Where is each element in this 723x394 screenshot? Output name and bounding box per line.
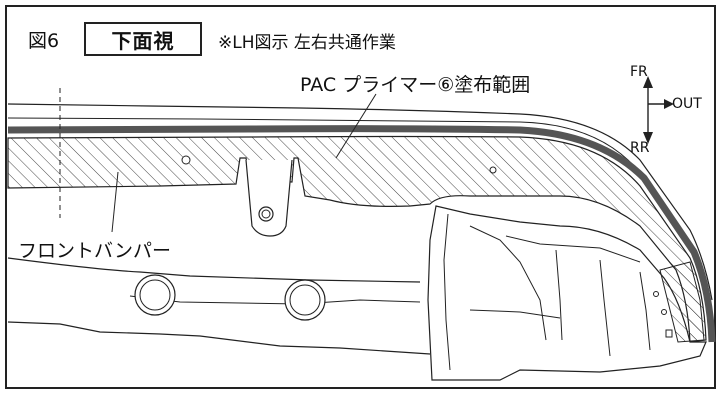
view-label-box: 下面視	[84, 22, 202, 56]
lower-hole-2	[284, 279, 326, 321]
lower-body-edge	[7, 257, 421, 283]
bumper-outer-edge-2	[7, 117, 687, 239]
orientation-arrows	[643, 76, 674, 144]
part-callout: フロントバンパー	[18, 240, 171, 262]
part-leader	[111, 171, 119, 233]
figure-note: ※LH図示 左右共通作業	[218, 33, 396, 53]
direction-out: OUT	[672, 96, 702, 112]
bumper-outer-edge	[7, 103, 713, 301]
primer-leader	[335, 93, 377, 159]
clip-hole-1	[181, 155, 191, 165]
mount-bracket	[245, 159, 293, 237]
primer-area-callout: PAC プライマー⑥塗布範囲	[300, 74, 531, 96]
primer-band	[7, 125, 716, 343]
view-label: 下面視	[111, 28, 175, 53]
bracket-hole	[258, 206, 274, 222]
direction-fr: FR	[630, 64, 648, 80]
lower-hole-1	[134, 274, 176, 316]
corner-hatch	[659, 261, 705, 343]
figure-number: 図6	[28, 30, 60, 52]
clip-hole-2	[489, 166, 497, 174]
direction-rr: RR	[630, 140, 650, 156]
